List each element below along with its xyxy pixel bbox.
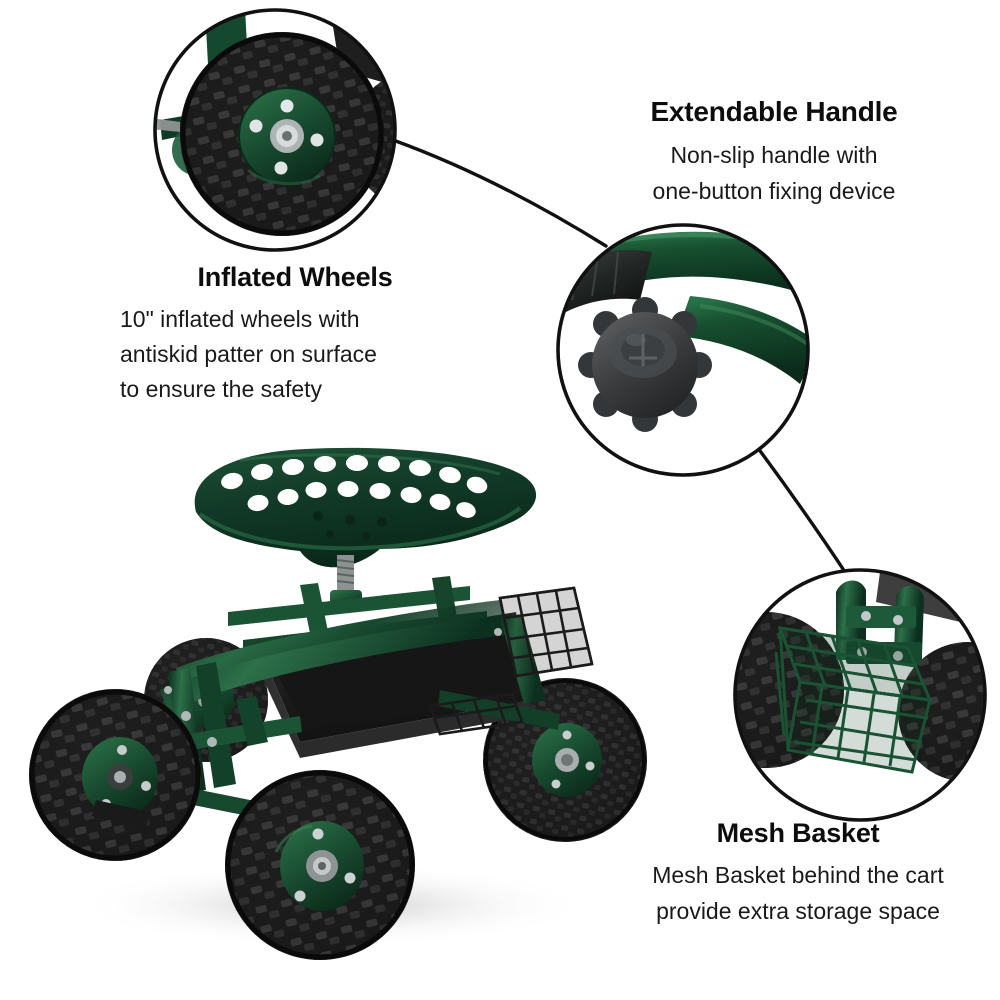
callout-circle-mesh-basket [733,568,987,822]
wheel-front-left [29,689,201,861]
callout-line: to ensure the safety [120,376,323,402]
connector-handle-to-basket [744,430,851,580]
main-product-photo [29,447,647,960]
callout-title-inflated-wheels: Inflated Wheels [197,262,393,292]
cart-mesh-basket [428,586,594,736]
callout-line: Mesh Basket behind the cart [652,862,944,888]
fixing-knob [578,297,712,432]
callout-line: Non-slip handle with [670,142,878,168]
callout-line: 10" inflated wheels with [120,306,360,332]
wheel-front-right [225,770,415,960]
frame-seat-rails [228,576,487,662]
callout-circle-extendable-handle [556,223,810,477]
callout-text-mesh-basket: Mesh Basket Mesh Basket behind the cart … [608,818,988,929]
seat-perforations [221,455,488,518]
frame-tubes [128,600,560,822]
callout-text-inflated-wheels: Inflated Wheels 10" inflated wheels with… [120,262,470,407]
basket-wire-mesh [774,626,933,774]
callout-line: one-button fixing device [652,178,896,204]
callout-title-mesh-basket: Mesh Basket [716,818,880,848]
seat [194,447,537,568]
callout-text-extendable-handle: Extendable Handle Non-slip handle with o… [596,96,952,209]
callout-circle-inflated-wheels [153,8,397,252]
wheel-rear-left [144,638,268,762]
callout-title-extendable-handle: Extendable Handle [650,96,898,127]
seat-swivel-post [330,555,362,612]
tool-tray [258,612,530,758]
connector-wheel-to-handle [391,138,608,248]
callout-line: provide extra storage space [656,898,940,924]
callout-line: antiskid patter on surface [120,341,377,367]
